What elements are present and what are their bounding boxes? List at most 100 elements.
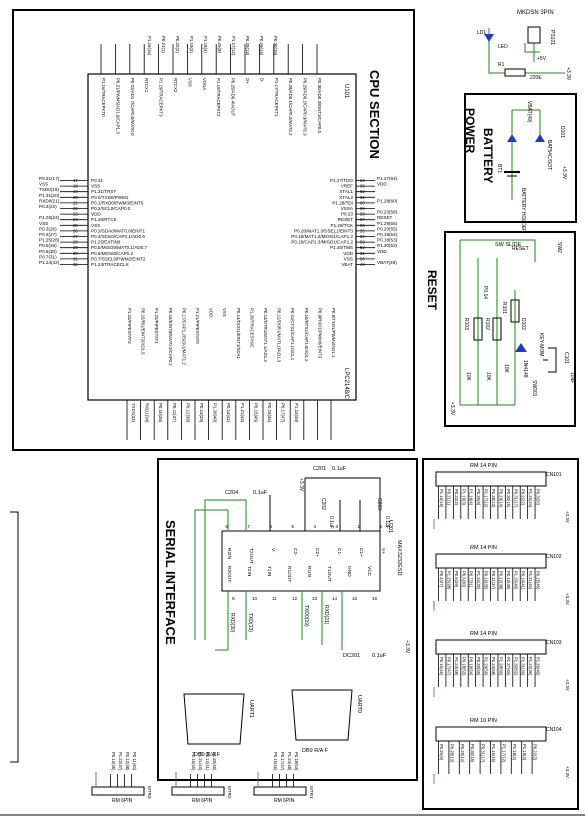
cpu-pin-name: P0.23	[341, 212, 353, 217]
header-rail: +3.3V	[565, 766, 570, 778]
cpu-net-label: P1.28(60)	[377, 198, 398, 203]
cpu-net-label: P0.29(14)	[259, 36, 264, 56]
cpu-pin-name: P0.12/DSR1/MAT1.0/AD1.3	[277, 308, 282, 363]
c101-symbol	[543, 347, 557, 373]
cpu-pin-name: P1.27/TDO	[330, 178, 353, 183]
cpu-pin-name: P0.9/RXD1/PWM6/EINT3	[317, 308, 322, 359]
cpu-net-label: P1.25(28)	[39, 238, 60, 243]
r101-body	[510, 299, 520, 323]
cpu-net-label: P0.28(13)	[245, 36, 250, 56]
cpu-net-label: P0.31(17)	[39, 176, 60, 181]
cap-dc201-val: 0.1uF	[372, 653, 387, 659]
cpu-net-label: RESET	[377, 215, 393, 220]
serial-net-txd19: TXD0(19)	[303, 605, 309, 627]
small-header-ref: MTR2	[227, 786, 232, 799]
small-header-title: RM 6PIN	[112, 798, 133, 804]
cpu-pin-name: P1.20/TRACESYNC	[249, 308, 254, 348]
header-net: P1.18(4)	[512, 744, 517, 761]
ic-pin-number: 15	[352, 596, 358, 601]
cpu-pin-name: VREF	[341, 184, 353, 189]
battery-section-frame	[464, 93, 577, 223]
header-net: P0.3(26)	[536, 489, 541, 506]
cpu-net-label: TXD0(19)	[39, 187, 59, 192]
header-net: P0.25(9)	[439, 744, 444, 761]
ic-pin-name: R2IN	[226, 548, 232, 559]
cpu-pin-name: XTAL1	[339, 189, 353, 194]
serial-wires	[194, 499, 343, 650]
cpu-pin-name: P1.18/TRACEPKT2	[216, 78, 221, 117]
cpu-net-label: P0.23(58)	[377, 210, 398, 215]
r1-body	[504, 68, 526, 77]
cpu-pin-name: P1.24/TRACECLK	[91, 262, 130, 267]
r102-body	[492, 317, 502, 341]
cap-c204-val: 0.1uF	[253, 490, 268, 496]
cpu-pin-name: P1.23/PIPESTAT2	[127, 308, 132, 344]
cpu-pin-name: P0.16/EINT0/MAT0.2/CAP0.2	[168, 308, 173, 366]
battery-diode-a	[507, 134, 517, 142]
reset-circuit: SW SLIDE SW2 R103 R102 R101 10K 10K 10K …	[449, 239, 575, 416]
uart1-label: UART1	[248, 700, 254, 718]
uart0-label: UART0	[356, 695, 362, 713]
cpu-net-label: P1.24(32)	[39, 260, 60, 265]
cpu-pin-name: P0.1/RXD0/PWM3/EINT0	[91, 200, 144, 205]
ic-pin-number: 8	[225, 524, 228, 529]
header-net: P0.20(55)	[476, 657, 481, 676]
header-net: P1.19(3)	[522, 744, 527, 761]
header-net: P1.25(28)	[446, 571, 451, 590]
header-net: P1.17(12)	[484, 489, 489, 508]
battery-rail: +3.3V	[561, 166, 567, 180]
r101-ref: R101	[501, 302, 507, 314]
r103-value: 10K	[465, 372, 471, 382]
header-body	[435, 471, 547, 487]
header-net: P0.31(17)	[481, 744, 486, 763]
cpu-pin-name: VDD	[343, 251, 353, 256]
headers-section-frame	[422, 458, 579, 810]
cpu-net-label: VSS	[39, 182, 48, 187]
cap-c203-ref: C203	[376, 498, 382, 510]
cpu-pin-name: P0.4/SCK0/CAP0.1/AD0.6	[91, 234, 145, 239]
cpu-net-label: P1.23(48)	[294, 403, 299, 423]
header-net: P0.13(39)	[506, 571, 511, 590]
cpu-net-label: P1.31(20)	[39, 193, 60, 198]
cpu-pin-name: XTAL2	[339, 195, 353, 200]
cpu-net-label: P0.10(35)	[158, 403, 163, 423]
small-pin-headers: RM 6PINMTR3P0.13(36)P1.22(37)P0.12(38)P0…	[91, 752, 314, 804]
small-header-net: P0.13(36)	[111, 752, 116, 771]
serial-net-txd33: TXD(33)	[247, 613, 253, 632]
r1-value: 220E	[530, 75, 542, 81]
ic-pin-number: 7	[247, 524, 250, 529]
header-net: P1.21(44)	[528, 571, 533, 590]
cpu-ref: U101	[343, 84, 349, 99]
cpu-net-label: P1.18(4)	[203, 36, 208, 53]
cpu-pin-name: P1.16/TRACEPKT0	[101, 78, 106, 117]
max3232-ref: U201	[387, 520, 393, 533]
reset-wires	[459, 239, 536, 406]
header-ref: CN104	[546, 727, 562, 733]
cpu-left-pin-group: P0.3117P0.31(17)VSS18VSSP1.31/TRST19TXD0…	[39, 176, 148, 267]
r101-value: 10K	[503, 364, 509, 374]
header-net: P0.23(58)	[491, 657, 496, 676]
header-body	[435, 639, 547, 655]
c101-value: 10uF	[569, 372, 575, 383]
ic-pin-name: R1OUT	[286, 566, 292, 582]
header-net: P1.20(40)	[513, 571, 518, 590]
db9-uart1-label: DB9 R/A F	[194, 752, 221, 758]
ic-pin-number: 1	[357, 524, 360, 529]
small-header-net: P1.23(48)	[287, 752, 292, 771]
header-net: P1.30(52)	[513, 657, 518, 676]
cpu-pin-name: P0.29/AD0.2/CAP0.3/MAT0.3	[303, 78, 308, 136]
cpu-pin-name: P0.13/DTR1/MAT1.1/AD1.4	[263, 308, 268, 362]
cpu-net-label: P0.3(26)	[39, 226, 57, 231]
power-rail-wire	[488, 44, 565, 74]
max3232-part: MAX3232ESD	[396, 540, 402, 575]
r103-ref: R103	[463, 318, 469, 330]
cpu-net-label: RXD0(21)	[39, 198, 60, 203]
led-ref: LD1	[477, 30, 486, 36]
header-net: P0.5(29)	[454, 571, 459, 588]
cpu-pin-name: RTCX1	[144, 78, 149, 93]
pin-header: RM 10 PINCN104P0.25(9)P0.28(13)P0.29(14)…	[433, 718, 570, 784]
cpu-pin-name: P1.26/RTCK	[91, 217, 118, 222]
